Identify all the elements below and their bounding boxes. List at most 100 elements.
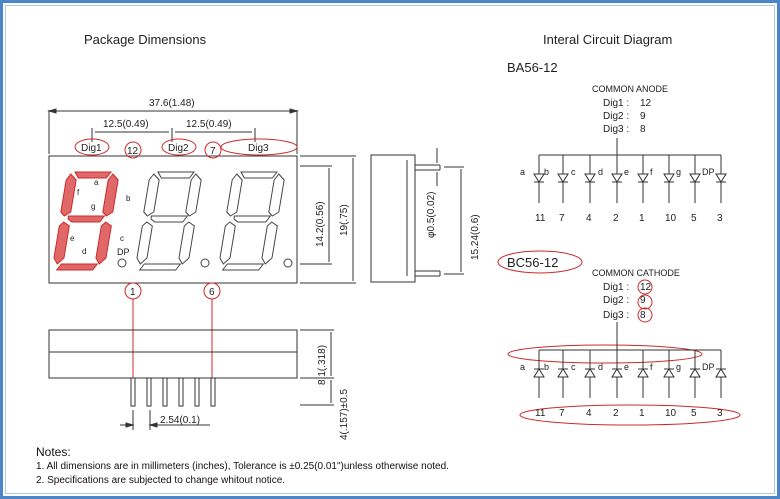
note-line-1: 1. All dimensions are in millimeters (in…	[36, 461, 449, 472]
diode-c	[584, 173, 596, 183]
cathode-pin-row-highlight	[519, 404, 741, 426]
diode-DP	[715, 368, 727, 378]
diode-c	[584, 368, 596, 378]
diode-b	[557, 173, 569, 183]
bottom-view	[48, 329, 334, 430]
digit-3-segment-g	[233, 215, 272, 223]
segment-d-label: d	[82, 247, 86, 256]
cathode-dig1-pin: 12	[640, 282, 652, 293]
cathode-part-highlight	[497, 250, 583, 274]
pin-label-a: 11	[535, 408, 546, 419]
dp-dot-1	[117, 258, 127, 268]
digit-2-segment-c	[178, 221, 195, 265]
dig2-label: Dig2	[168, 143, 189, 154]
pitch-right-dim: 12.5(0.49)	[186, 119, 232, 130]
segment-b-label: b	[126, 194, 131, 203]
anode-title: COMMON ANODE	[592, 84, 668, 94]
anode-dig3-pin: 8	[640, 124, 646, 135]
pin-label-g: 5	[691, 408, 697, 419]
cathode-dig1: Dig1 :	[603, 282, 629, 293]
segment-label-d: d	[598, 362, 603, 372]
pin-4	[178, 377, 184, 407]
digit-bubbles	[74, 138, 298, 159]
side-view	[370, 148, 464, 283]
seven-segment-digits	[53, 171, 285, 271]
cathode-dig3-pin: 8	[640, 310, 646, 321]
cathode-segment-highlight	[507, 344, 703, 364]
dp-dot-3	[283, 258, 293, 268]
pin-label-a: 11	[535, 213, 546, 224]
pin-label-g: 5	[691, 213, 697, 224]
anode-dig2-pin: 9	[640, 111, 646, 122]
digit-2-segment-e	[136, 221, 153, 265]
digit-3-segment-e	[219, 221, 236, 265]
anode-dig1-pin: 12	[640, 98, 652, 109]
pin-3	[162, 377, 168, 407]
overall-width-dim: 37.6(1.48)	[149, 98, 195, 109]
segment-label-b: b	[544, 167, 549, 177]
segment-f-label: f	[77, 188, 80, 197]
digit-1-segment-a	[74, 171, 112, 179]
pin-2	[146, 377, 152, 407]
segment-label-c: c	[571, 167, 576, 177]
dig1-label: Dig1	[81, 143, 102, 154]
circuit-diagram-title: Interal Circuit Diagram	[543, 32, 672, 47]
pin-label-e: 1	[639, 213, 645, 224]
marker-pin-6-label: 6	[209, 287, 215, 298]
digit-2-segment-a	[157, 171, 195, 179]
package-dimensions-title: Package Dimensions	[84, 32, 207, 47]
anode-dig2: Dig2 :	[603, 111, 629, 122]
cathode-dig2: Dig2 :	[603, 295, 629, 306]
diode-e	[637, 173, 649, 183]
side-pin-dim: φ0.5(0.02)	[426, 191, 437, 238]
diode-g	[689, 173, 701, 183]
segment-c-label: c	[120, 234, 124, 243]
segment-a-label: a	[94, 178, 99, 187]
bubble-dig3	[220, 138, 298, 156]
diode-f	[663, 368, 675, 378]
segment-label-d: d	[598, 167, 603, 177]
digit-1-segment-g	[67, 215, 106, 223]
digit-1-segment-e	[53, 221, 70, 265]
digit-3-segment-d	[221, 263, 265, 271]
pins	[130, 377, 216, 407]
digit-1-segment-d	[55, 263, 99, 271]
anode-dig1: Dig1 :	[603, 98, 629, 109]
bubble-dig2	[161, 138, 197, 156]
diode-a	[533, 368, 545, 378]
segment-label-e: e	[624, 362, 629, 372]
digit-height-dim: 14.2(0.56)	[315, 201, 326, 247]
segment-label-DP: DP	[702, 167, 715, 177]
pin-label-d: 2	[613, 213, 619, 224]
pin-5	[194, 377, 200, 407]
digit-2-segment-g	[150, 215, 189, 223]
marker-pin-1-label: 1	[130, 287, 136, 298]
segment-label-b: b	[544, 362, 549, 372]
cathode-part-number: BC56-12	[507, 255, 558, 270]
pin-7-label: 7	[210, 146, 216, 157]
diode-g	[689, 368, 701, 378]
diode-a	[533, 173, 545, 183]
display-body-outline	[48, 155, 298, 284]
cathode-dig2-pin: 9	[640, 295, 646, 306]
diode-DP	[715, 173, 727, 183]
diode-d	[611, 173, 623, 183]
pin-pitch-dim: 2.54(0.1)	[160, 415, 200, 426]
digit-1-segment-b	[102, 173, 119, 217]
digit-2-segment-b	[185, 173, 202, 217]
pin-label-f: 10	[665, 408, 677, 419]
pin-length-dim: 4(.157)±0.5	[339, 388, 350, 440]
cathode-dig3: Dig3 :	[603, 310, 629, 321]
segment-label-f: f	[650, 362, 653, 372]
digit-1-segment-c	[95, 221, 112, 265]
segment-label-a: a	[520, 167, 525, 177]
segment-label-c: c	[571, 362, 576, 372]
dig3-label: Dig3	[248, 143, 269, 154]
cathode-title: COMMON CATHODE	[592, 268, 680, 278]
segment-label-e: e	[624, 167, 629, 177]
segment-label-g: g	[676, 362, 681, 372]
